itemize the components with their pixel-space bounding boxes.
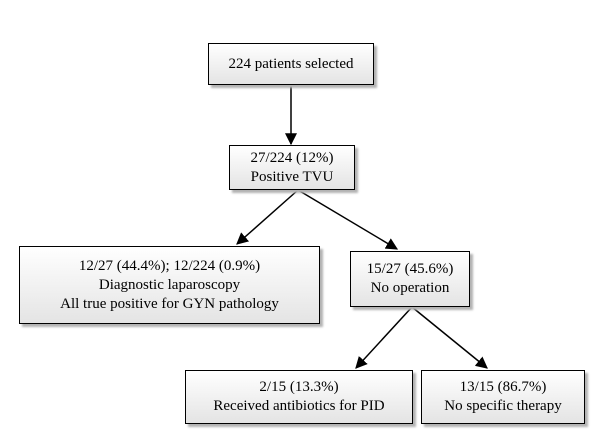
arrow-no-operation-to-antibiotics	[355, 306, 413, 369]
arrow-no-operation-to-no-therapy	[411, 306, 488, 369]
arrow-positive-to-laparoscopy	[236, 189, 299, 245]
box-diagnostic-laparoscopy: 12/27 (44.4%); 12/224 (0.9%) Diagnostic …	[19, 246, 320, 324]
no-operation-label: No operation	[370, 280, 450, 296]
no-therapy-label: No specific therapy	[444, 398, 562, 414]
no-operation-count: 15/27 (45.6%)	[366, 261, 454, 277]
box-positive-tvu: 27/224 (12%) Positive TVU	[229, 145, 355, 190]
arrow-positive-to-no-operation	[297, 189, 399, 250]
laparoscopy-count: 12/27 (44.4%); 12/224 (0.9%)	[78, 257, 261, 274]
box-no-operation: 15/27 (45.6%) No operation	[350, 251, 470, 307]
antibiotics-count: 2/15 (13.3%)	[259, 379, 339, 395]
positive-tvu-count: 27/224 (12%)	[250, 149, 334, 166]
box-patients-selected: 224 patients selected	[208, 43, 374, 85]
antibiotics-label: Received antibiotics for PID	[213, 398, 385, 414]
box-antibiotics-pid: 2/15 (13.3%) Received antibiotics for PI…	[185, 370, 413, 424]
no-therapy-count: 13/15 (86.7%)	[459, 379, 547, 395]
laparoscopy-result: All true positive for GYN pathology	[60, 295, 279, 312]
patients-selected-text: 224 patients selected	[228, 55, 354, 72]
laparoscopy-label: Diagnostic laparoscopy	[98, 276, 241, 293]
box-no-specific-therapy: 13/15 (86.7%) No specific therapy	[421, 370, 585, 424]
positive-tvu-label: Positive TVU	[250, 168, 334, 185]
